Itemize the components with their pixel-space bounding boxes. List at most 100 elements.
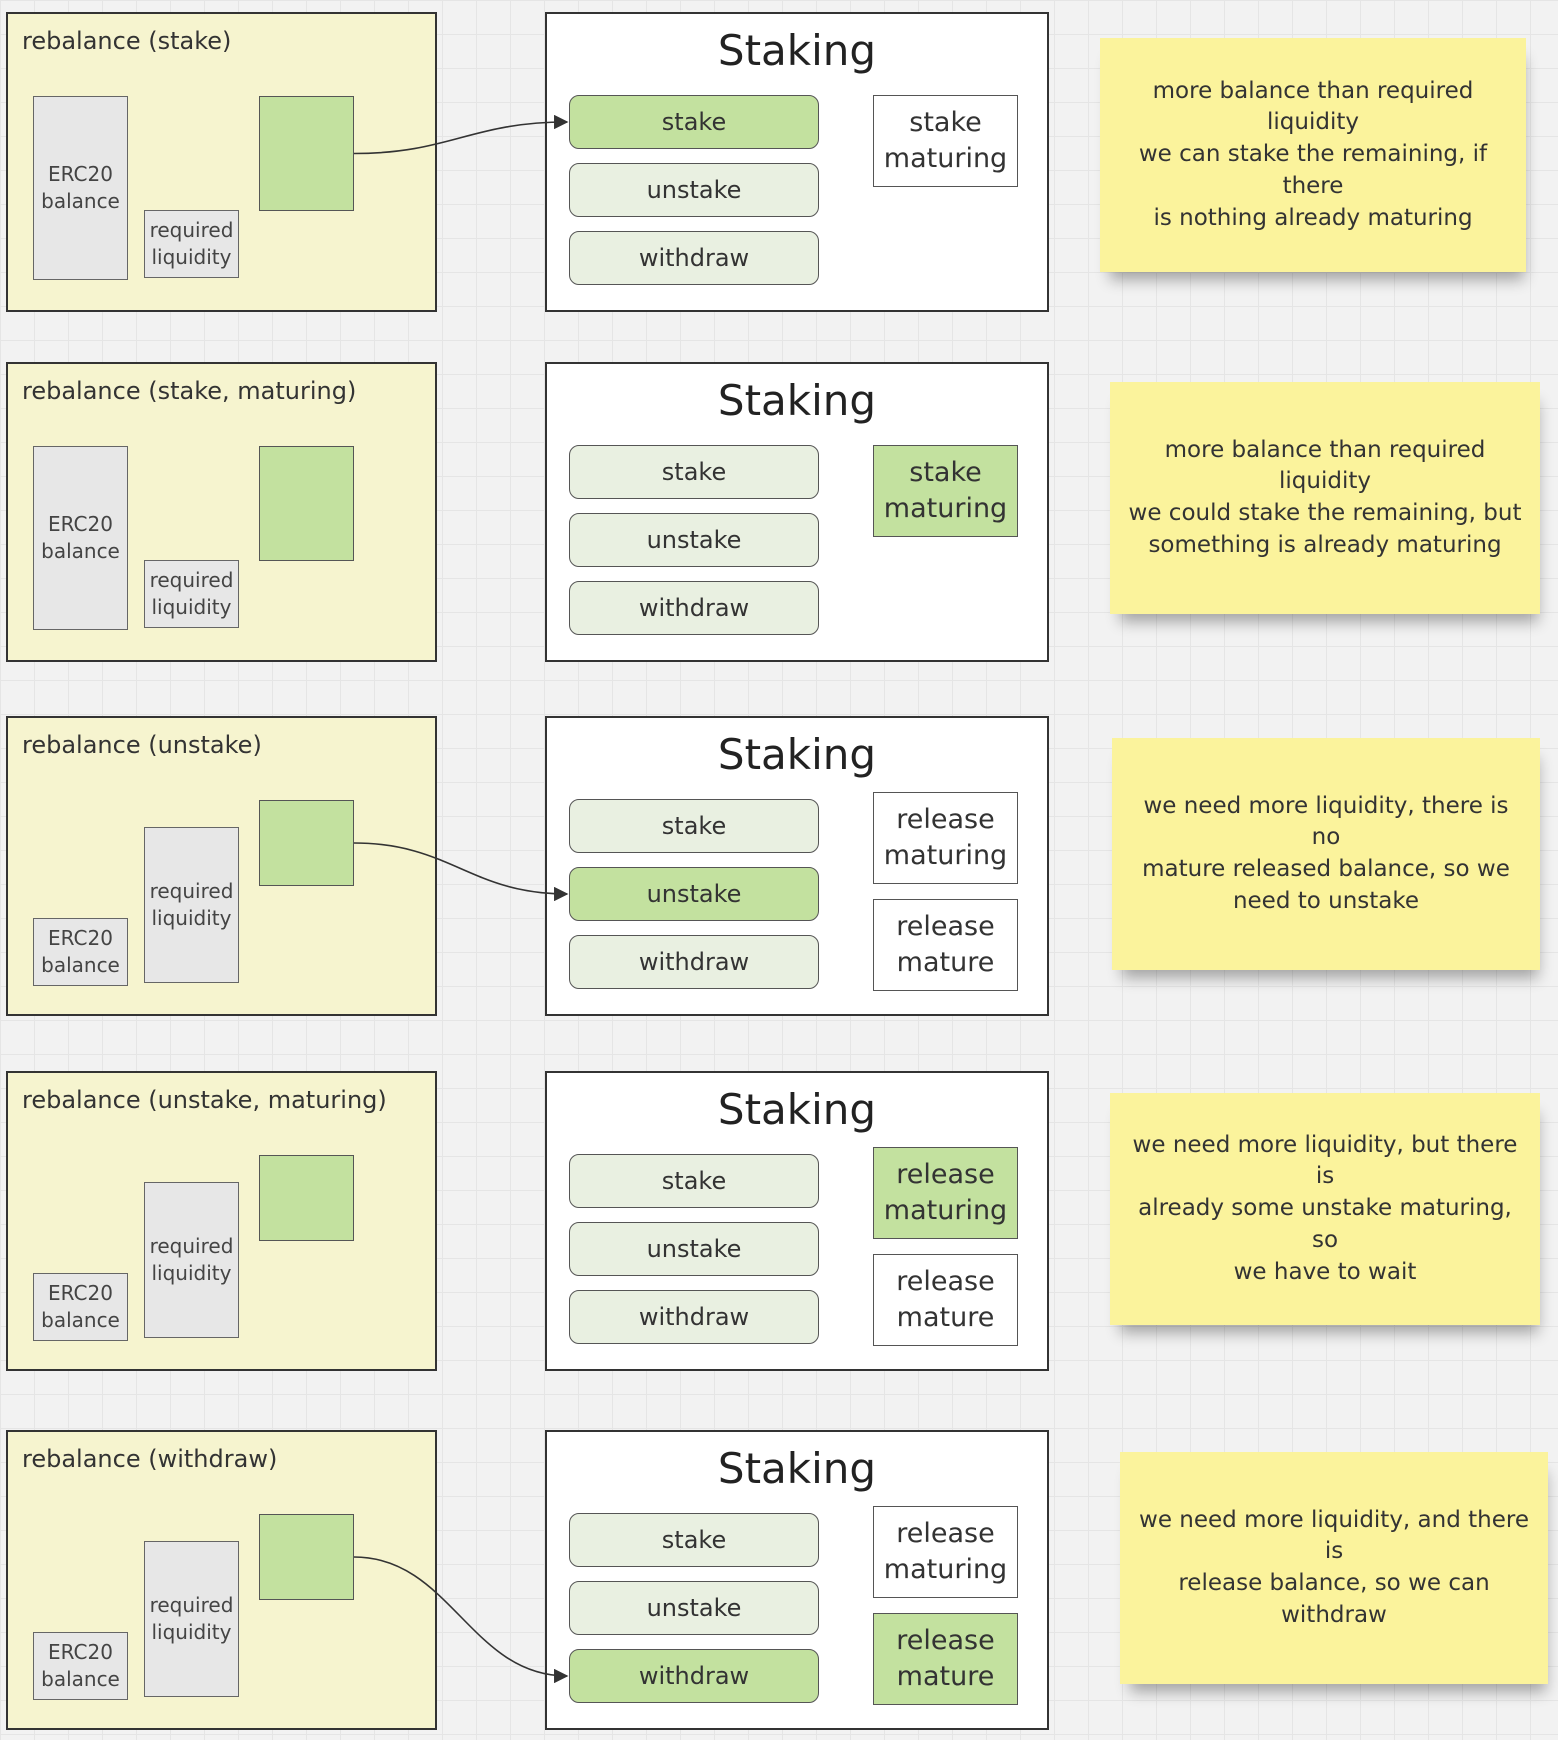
withdraw-action[interactable]: withdraw <box>569 1290 819 1344</box>
release-mature-label-line: release <box>896 1265 995 1297</box>
erc20-balance-label: ERC20 balance <box>41 925 120 979</box>
release-maturing-label-line: release <box>896 1158 995 1190</box>
required-liquidity-label-line: liquidity <box>151 1261 232 1285</box>
staking-panel: Staking stake unstake withdraw release maturi… <box>545 1071 1049 1371</box>
erc20-balance-label-line: ERC20 <box>48 1281 113 1305</box>
erc20-balance-label-line: balance <box>41 189 120 213</box>
stake-action[interactable]: stake <box>569 1513 819 1567</box>
stake-label: stake <box>661 1167 727 1195</box>
stake-label: stake <box>661 1526 727 1554</box>
release-mature-label-line: mature <box>896 1661 995 1692</box>
required-liquidity-label: required liquidity <box>150 567 234 621</box>
stake-maturing-label-line: maturing <box>883 493 1008 524</box>
stake-action[interactable]: stake <box>569 1154 819 1208</box>
sticky-note-text-line: is nothing already maturing <box>1153 204 1473 231</box>
release-maturing-label-line: maturing <box>883 1195 1008 1226</box>
rebalance-panel-rebalance-stake: rebalance (stake) ERC20 balance required liq… <box>6 12 437 312</box>
stake-label: stake <box>661 458 727 486</box>
stake-action[interactable]: stake <box>569 799 819 853</box>
required-liquidity-label-line: liquidity <box>151 245 232 269</box>
sticky-note-text-line: we need more liquidity, but there is <box>1132 1131 1518 1190</box>
unstake-label: unstake <box>646 1594 742 1622</box>
staking-title: Staking <box>717 1085 877 1134</box>
unstake-action[interactable]: unstake <box>569 867 819 921</box>
staking-title: Staking <box>717 26 877 75</box>
required-liquidity-label-line: liquidity <box>151 595 232 619</box>
release-mature-state: release mature <box>873 1254 1018 1346</box>
required-liquidity-label-line: required <box>149 1593 234 1617</box>
sticky-note-text-line: something is already maturing <box>1148 531 1502 558</box>
withdraw-action[interactable]: withdraw <box>569 1649 819 1703</box>
withdraw-label: withdraw <box>638 948 750 976</box>
required-liquidity-label-line: required <box>149 218 234 242</box>
unstake-action[interactable]: unstake <box>569 1222 819 1276</box>
erc20-balance-label: ERC20 balance <box>41 161 120 215</box>
unstake-action[interactable]: unstake <box>569 1581 819 1635</box>
release-maturing-label-line: maturing <box>883 840 1008 871</box>
stake-action[interactable]: stake <box>569 445 819 499</box>
stake-label: stake <box>661 108 727 136</box>
withdraw-action[interactable]: withdraw <box>569 581 819 635</box>
required-liquidity-bar: required liquidity <box>144 1182 239 1338</box>
withdraw-action[interactable]: withdraw <box>569 231 819 285</box>
release-maturing-state: release maturing <box>873 792 1018 884</box>
erc20-balance-label-line: ERC20 <box>48 926 113 950</box>
sticky-note-text-line: release balance, so we can withdraw <box>1178 1570 1490 1628</box>
unstake-action[interactable]: unstake <box>569 163 819 217</box>
erc20-balance-label-line: ERC20 <box>48 1640 113 1664</box>
release-mature-label-line: mature <box>896 1302 995 1333</box>
unstake-label: unstake <box>646 880 742 908</box>
erc20-balance-bar: ERC20 balance <box>33 918 128 986</box>
unstake-label: unstake <box>646 1235 742 1263</box>
stake-maturing-label-line: maturing <box>883 143 1008 174</box>
rebalance-title: rebalance (withdraw) <box>22 1445 278 1473</box>
withdraw-action[interactable]: withdraw <box>569 935 819 989</box>
sticky-note-text-line: we need more liquidity, and there is <box>1139 1506 1529 1565</box>
release-mature-label: release mature <box>896 1264 994 1337</box>
withdraw-label: withdraw <box>638 1662 750 1690</box>
erc20-balance-label-line: ERC20 <box>48 162 113 186</box>
unstake-label: unstake <box>646 176 742 204</box>
required-liquidity-label-line: required <box>149 1234 234 1258</box>
erc20-balance-bar: ERC20 balance <box>33 96 128 280</box>
required-liquidity-label: required liquidity <box>150 217 234 271</box>
required-liquidity-bar: required liquidity <box>144 560 239 628</box>
sticky-note-text-line: need to unstake <box>1232 887 1420 914</box>
rebalance-title: rebalance (stake) <box>22 27 232 55</box>
stake-action[interactable]: stake <box>569 95 819 149</box>
withdraw-label: withdraw <box>638 1303 750 1331</box>
erc20-balance-label-line: ERC20 <box>48 512 113 536</box>
erc20-balance-label-line: balance <box>41 953 120 977</box>
release-maturing-label-line: release <box>896 803 995 835</box>
unstake-action[interactable]: unstake <box>569 513 819 567</box>
sticky-note-text-line: mature released balance, so we <box>1142 856 1510 882</box>
staking-panel: Staking stake unstake withdraw release maturi… <box>545 716 1049 1016</box>
staking-title: Staking <box>717 730 877 779</box>
required-liquidity-label-line: required <box>149 568 234 592</box>
withdraw-label: withdraw <box>638 594 750 622</box>
release-maturing-label: release maturing <box>884 802 1007 875</box>
rebalance-title: rebalance (stake, maturing) <box>22 377 357 405</box>
sticky-note-text-line: more balance than required <box>1164 436 1486 463</box>
rebalance-title: rebalance (unstake) <box>22 731 262 759</box>
sticky-note-text-line: we can stake the remaining, if there <box>1138 141 1488 199</box>
